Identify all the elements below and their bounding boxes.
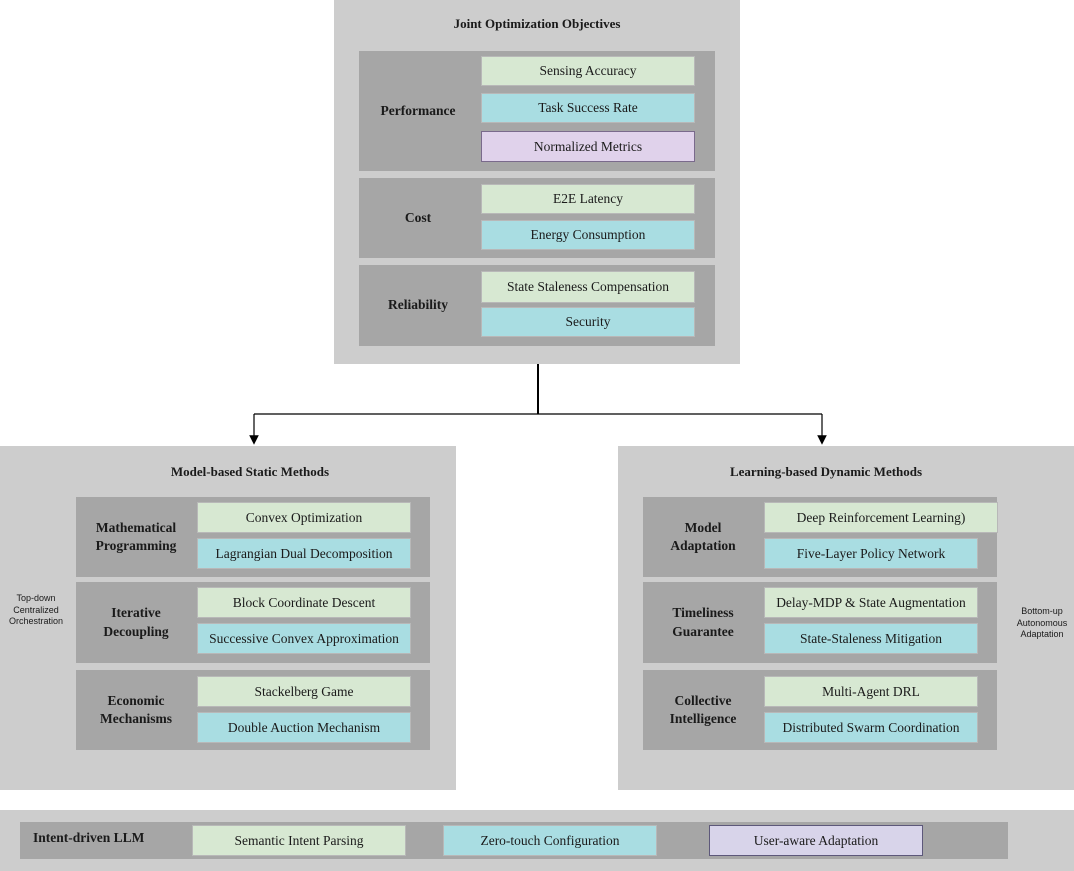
method-box: Multi-Agent DRL [764,676,978,707]
method-group-label: Economic Mechanisms [100,692,172,726]
objective-box: Energy Consumption [481,220,695,250]
method-group-row: Mathematical Programming Convex Optimiza… [76,497,430,577]
objective-box: Normalized Metrics [481,131,695,162]
intent-llm-label: Intent-driven LLM [33,829,145,845]
objective-box: State Staleness Compensation [481,271,695,303]
llm-feature-box: Zero-touch Configuration [443,825,657,856]
reliability-row: Reliability State Staleness Compensation… [359,265,715,346]
method-box: Stackelberg Game [197,676,411,707]
objective-box: E2E Latency [481,184,695,214]
method-group-row: Iterative Decoupling Block Coordinate De… [76,582,430,663]
method-group-row: Collective Intelligence Multi-Agent DRL … [643,670,997,750]
method-box: Double Auction Mechanism [197,712,411,743]
method-group-label: Iterative Decoupling [103,605,169,639]
method-box: State-Staleness Mitigation [764,623,978,654]
method-group-label: Mathematical Programming [95,519,177,553]
method-group-label: Model Adaptation [670,519,736,553]
method-box: Block Coordinate Descent [197,587,411,618]
method-box: Lagrangian Dual Decomposition [197,538,411,569]
method-group-label: Collective Intelligence [669,692,737,726]
joint-objectives-title: Joint Optimization Objectives [453,16,621,31]
objective-box: Sensing Accuracy [481,56,695,86]
reliability-label: Reliability [388,297,448,313]
performance-row: Performance Sensing Accuracy Task Succes… [359,51,715,171]
model-based-title: Model-based Static Methods [170,464,330,479]
method-group-row: Timeliness Guarantee Delay-MDP & State A… [643,582,997,663]
cost-label: Cost [404,209,432,225]
performance-label: Performance [380,102,456,118]
learning-based-title: Learning-based Dynamic Methods [729,464,923,479]
objective-box: Task Success Rate [481,93,695,123]
method-group-label: Timeliness Guarantee [672,605,734,639]
method-box: Five-Layer Policy Network [764,538,978,569]
top-down-note: Top-down Centralized Orchestration [8,593,64,627]
model-based-panel: Model-based Static Methods Mathematical … [0,446,456,790]
method-box: Successive Convex Approximation [197,623,411,654]
llm-feature-box: Semantic Intent Parsing [192,825,406,856]
method-box: Distributed Swarm Coordination [764,712,978,743]
llm-feature-box: User-aware Adaptation [709,825,923,856]
method-group-row: Economic Mechanisms Stackelberg Game Dou… [76,670,430,750]
method-box: Deep Reinforcement Learning) [764,502,998,533]
intent-llm-row: Intent-driven LLM Semantic Intent Parsin… [20,822,1008,859]
joint-objectives-panel: Joint Optimization Objectives Performanc… [334,0,740,364]
learning-based-panel: Learning-based Dynamic Methods Model Ada… [618,446,1074,790]
method-group-row: Model Adaptation Deep Reinforcement Lear… [643,497,998,577]
method-box: Delay-MDP & State Augmentation [764,587,978,618]
cost-row: Cost E2E Latency Energy Consumption [359,178,715,258]
bottom-up-note: Bottom-up Autonomous Adaptation [1016,606,1068,640]
intent-llm-panel: Intent-driven LLM Semantic Intent Parsin… [0,810,1074,871]
objective-box: Security [481,307,695,337]
method-box: Convex Optimization [197,502,411,533]
